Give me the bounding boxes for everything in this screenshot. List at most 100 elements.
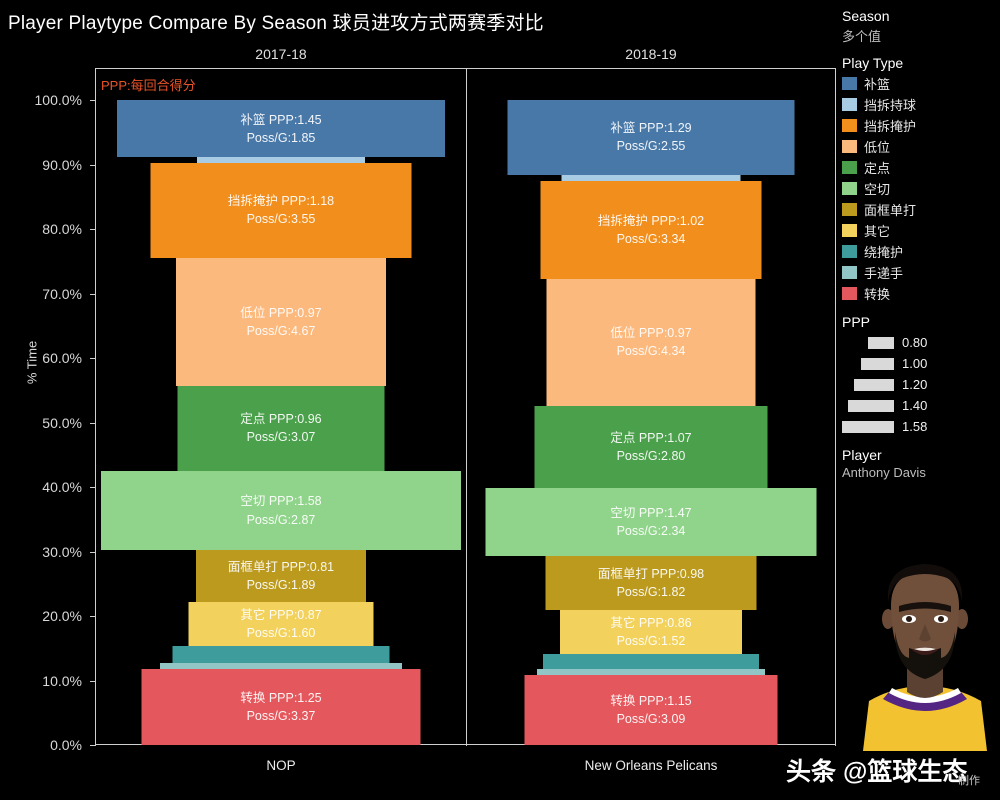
- legend-item-playtype[interactable]: 挡拆持球: [842, 94, 1000, 115]
- x-axis-label-team-2: New Orleans Pelicans: [584, 758, 718, 773]
- legend-season-block: Season 多个值: [842, 8, 1000, 45]
- bar-segment[interactable]: [197, 157, 365, 163]
- bar-segment[interactable]: [160, 663, 402, 669]
- bar-segment-label-primary: 补篮 PPP:1.45: [240, 112, 322, 127]
- legend-item-playtype[interactable]: 补篮: [842, 73, 1000, 94]
- bar-segment-label-secondary: Poss/G:1.85: [246, 130, 316, 145]
- bar-segment[interactable]: [172, 646, 390, 664]
- bar-segment-label-secondary: Poss/G:4.67: [246, 323, 316, 338]
- ppp-annotation: PPP:每回合得分: [101, 78, 196, 93]
- bar-segment-label-secondary: Poss/G:3.55: [246, 212, 316, 227]
- watermark: 头条 @篮球生态: [786, 758, 968, 786]
- bar-segment-label-secondary: Poss/G:1.60: [246, 626, 316, 641]
- legend-color-swatch-icon: [842, 140, 857, 153]
- plot-frame: [95, 68, 835, 745]
- legend-item-ppp[interactable]: 0.80: [842, 332, 1000, 353]
- legend-item-ppp[interactable]: 1.40: [842, 395, 1000, 416]
- legend: Season 多个值 Play Type 补篮挡拆持球挡拆掩护低位定点空切面框单…: [842, 8, 1000, 490]
- legend-item-playtype[interactable]: 低位: [842, 136, 1000, 157]
- y-axis-tick-label: 80.0%: [42, 221, 82, 237]
- legend-playtype-list: 补篮挡拆持球挡拆掩护低位定点空切面框单打其它绕掩护手递手转换: [842, 73, 1000, 304]
- bar-segment-label-secondary: Poss/G:3.09: [616, 712, 686, 727]
- y-axis-tick-mark: [90, 358, 96, 359]
- legend-item-playtype[interactable]: 挡拆掩护: [842, 115, 1000, 136]
- y-axis-tick-mark: [90, 164, 96, 166]
- legend-ppp-block: PPP 0.80 1.00 1.20 1.40 1.58: [842, 314, 1000, 437]
- bar-segment-label-primary: 转换 PPP:1.15: [610, 694, 692, 709]
- bar-segment-label-primary: 空切 PPP:1.58: [240, 494, 322, 509]
- watermark-sub: 制作: [958, 775, 980, 787]
- bar-segment-label-primary: 补篮 PPP:1.29: [610, 121, 692, 136]
- legend-player-title: Player: [842, 447, 882, 463]
- bar-segment-label-primary: 空切 PPP:1.47: [610, 505, 692, 520]
- bar-segment-label-secondary: Poss/G:2.34: [616, 523, 686, 538]
- legend-size-bar-wrap: [842, 420, 894, 433]
- bar-segment[interactable]: [561, 174, 741, 181]
- legend-item-ppp[interactable]: 1.00: [842, 353, 1000, 374]
- legend-color-swatch-icon: [842, 77, 857, 90]
- legend-color-swatch-icon: [842, 266, 857, 279]
- legend-item-label: 低位: [864, 140, 891, 155]
- legend-item-ppp[interactable]: 1.58: [842, 416, 1000, 437]
- legend-ppp-title: PPP: [842, 314, 871, 330]
- legend-season-title: Season: [842, 8, 890, 24]
- y-axis-tick-label: 10.0%: [42, 672, 82, 689]
- bar-segment-label-secondary: Poss/G:2.87: [246, 512, 316, 527]
- legend-ppp-value: 1.40: [902, 398, 928, 413]
- bar-segment-label-secondary: Poss/G:1.89: [246, 578, 316, 593]
- bar-segment-label-secondary: Poss/G:4.34: [616, 344, 686, 359]
- legend-item-label: 定点: [864, 161, 891, 176]
- legend-item-label: 挡拆持球: [864, 98, 917, 113]
- legend-item-playtype[interactable]: 空切: [842, 178, 1000, 199]
- bar-segment[interactable]: [543, 654, 759, 669]
- legend-item-playtype[interactable]: 面框单打: [842, 199, 1000, 220]
- y-axis-tick-label: 20.0%: [42, 608, 82, 624]
- y-axis-tick-mark: [90, 745, 96, 746]
- legend-item-playtype[interactable]: 其它: [842, 220, 1000, 241]
- legend-item-playtype[interactable]: 定点: [842, 157, 1000, 178]
- bar-segment-label-secondary: Poss/G:1.82: [616, 584, 686, 599]
- legend-size-bar-wrap: [842, 378, 894, 391]
- legend-item-label: 补篮: [864, 77, 891, 92]
- bar-segment-label-secondary: Poss/G:3.34: [616, 231, 686, 246]
- bar-segment[interactable]: [537, 668, 765, 676]
- y-axis-tick-label: 70.0%: [42, 285, 82, 302]
- legend-item-playtype[interactable]: 转换: [842, 283, 1000, 304]
- legend-season-value[interactable]: 多个值: [842, 29, 882, 44]
- legend-ppp-value: 1.00: [902, 356, 928, 371]
- legend-item-playtype[interactable]: 手递手: [842, 262, 1000, 283]
- legend-item-ppp[interactable]: 1.20: [842, 374, 1000, 395]
- bar-segment-label-primary: 其它 PPP:0.86: [610, 615, 692, 630]
- panel-header-season-1: 2017-18: [255, 46, 307, 62]
- legend-item-label: 空切: [864, 182, 891, 197]
- legend-color-swatch-icon: [842, 287, 857, 300]
- x-axis-label-team-1: NOP: [266, 758, 296, 773]
- bar-segment-label-secondary: Poss/G:1.52: [616, 633, 686, 648]
- legend-size-bar-icon: [854, 378, 894, 391]
- y-axis-tick-label: 30.0%: [42, 543, 82, 560]
- y-axis-tick-label: 90.0%: [42, 156, 82, 173]
- y-axis-tick-mark: [90, 100, 96, 101]
- y-axis-tick-mark: [90, 422, 96, 424]
- legend-player-value[interactable]: Anthony Davis: [842, 465, 926, 480]
- bar-segment-label-primary: 转换 PPP:1.25: [240, 690, 322, 705]
- panel-divider: [466, 68, 467, 746]
- legend-item-playtype[interactable]: 绕掩护: [842, 241, 1000, 262]
